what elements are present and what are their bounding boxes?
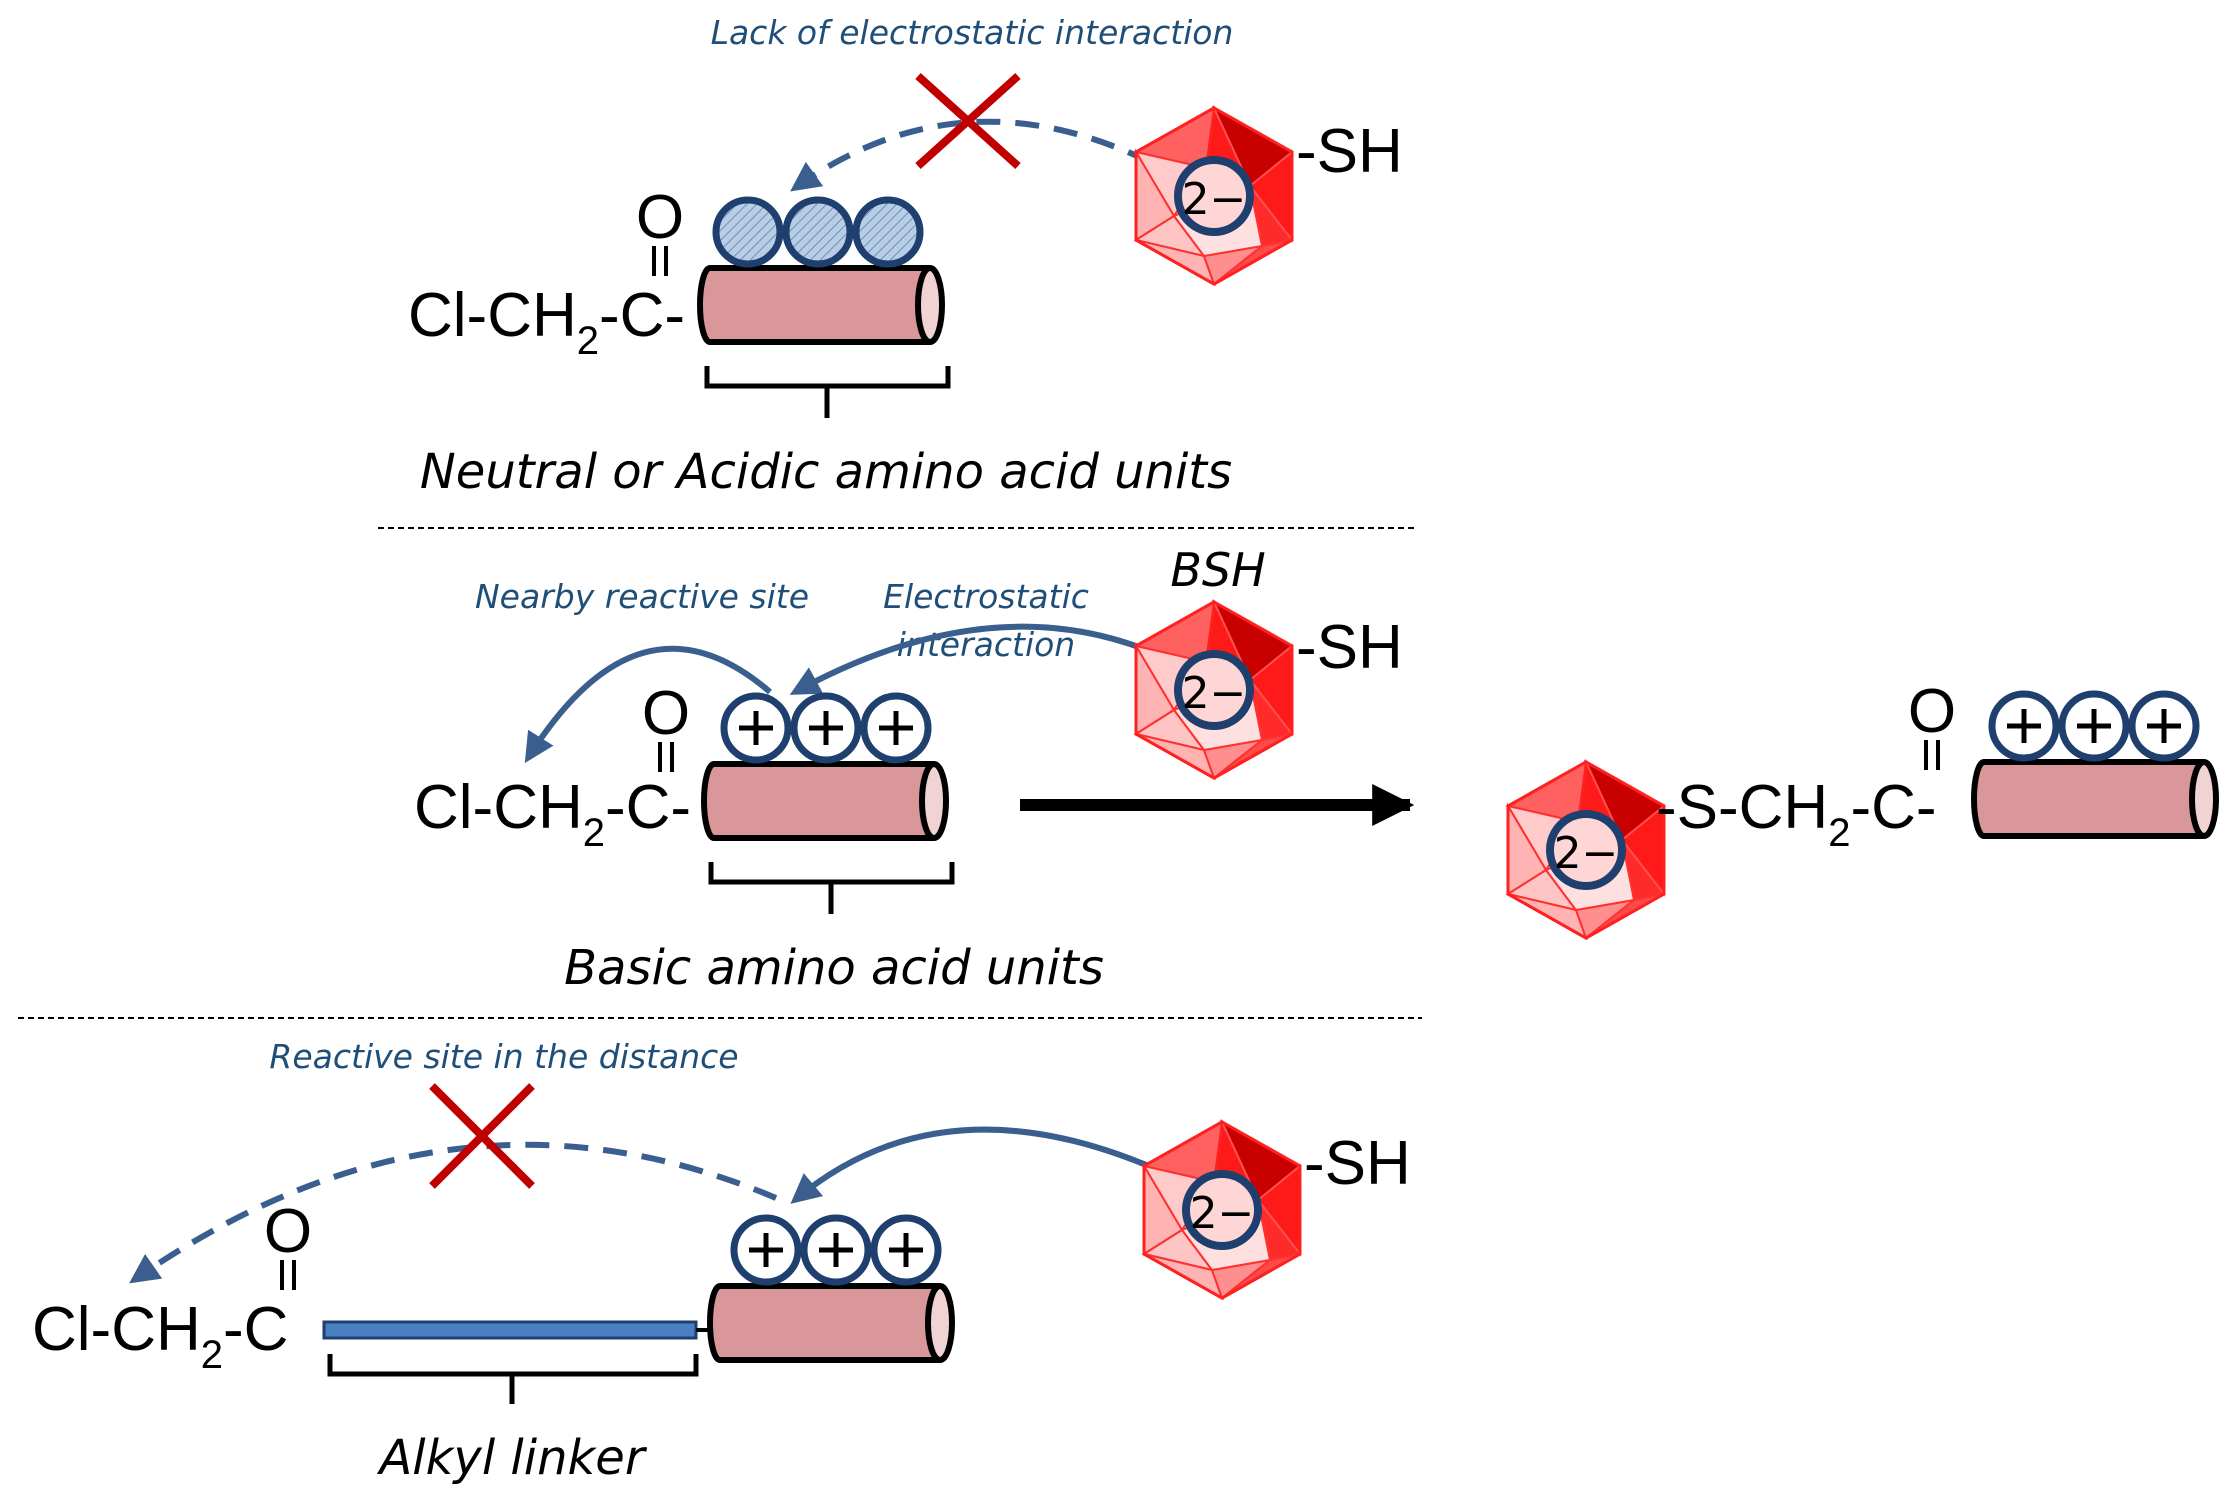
- thiol-group: -SH: [1304, 1129, 1411, 1198]
- note-nearby-site: Nearby reactive site: [475, 577, 809, 616]
- failed-attack-arrow: [129, 1141, 778, 1284]
- plus-unit-ball: [1992, 694, 2056, 758]
- plus-unit-ball: [794, 696, 858, 760]
- neutral-unit-ball: [786, 200, 850, 264]
- plus-unit-ball: [2132, 694, 2196, 758]
- panel-basic: Nearby reactive site Electrostatic inter…: [414, 543, 2216, 996]
- cluster-charge: 2−: [1182, 668, 1247, 719]
- plus-unit-ball: [2062, 694, 2126, 758]
- neutral-unit-ball: [856, 200, 920, 264]
- peptide-cylinder: [710, 1286, 952, 1360]
- alkyl-linker-bar: [322, 1320, 698, 1340]
- plus-unit-ball: [724, 696, 788, 760]
- cross-icon: [915, 73, 1021, 169]
- peptide-cylinder: [704, 764, 946, 838]
- peptide-cylinder: [1974, 762, 2216, 836]
- chloroacetyl-group: Cl-CH2-C: [32, 1295, 288, 1377]
- neutral-unit-ball: [716, 200, 780, 264]
- plus-unit-ball: [804, 1218, 868, 1282]
- bsh-label: BSH: [1170, 543, 1265, 597]
- thiol-group: -SH: [1296, 117, 1403, 186]
- bracket: [327, 1354, 699, 1404]
- plus-unit-ball: [734, 1218, 798, 1282]
- caption-alkyl-linker: Alkyl linker: [376, 1430, 647, 1486]
- plus-unit-ball: [874, 1218, 938, 1282]
- peptide-cylinder: [700, 268, 942, 342]
- carbonyl-oxygen: O: [1908, 677, 1956, 746]
- note-distant-site: Reactive site in the distance: [269, 1037, 738, 1076]
- caption-basic: Basic amino acid units: [564, 940, 1104, 996]
- note-lack-interaction: Lack of electrostatic interaction: [711, 13, 1234, 52]
- attraction-arrow: [790, 1126, 1182, 1204]
- chloroacetyl-group: Cl-CH2-C-: [408, 281, 685, 363]
- panel-alkyl-linker: Reactive site in the distance O Cl-CH2-C…: [32, 1037, 1411, 1486]
- plus-unit-ball: [864, 696, 928, 760]
- cross-icon: [429, 1083, 535, 1189]
- conjugate-product: 2− -S-CH2-C- O: [1508, 677, 2216, 938]
- thiol-group: -SH: [1296, 613, 1403, 682]
- thioether-linkage: -S-CH2-C-: [1656, 773, 1937, 855]
- chloroacetyl-group: Cl-CH2-C-: [414, 773, 691, 855]
- carbonyl-oxygen: O: [264, 1197, 312, 1266]
- note-electrostatic-1: Electrostatic: [883, 577, 1089, 616]
- bracket: [708, 862, 955, 914]
- cluster-charge: 2−: [1190, 1188, 1255, 1239]
- carbonyl-oxygen: O: [636, 183, 684, 252]
- failed-attack-arrow: [790, 118, 1152, 192]
- panel-neutral-acidic: Lack of electrostatic interaction O Cl-C…: [408, 13, 1403, 500]
- bracket: [704, 366, 951, 418]
- carbonyl-oxygen: O: [642, 679, 690, 748]
- nearby-attack-arrow: [524, 645, 772, 764]
- caption-neutral-acidic: Neutral or Acidic amino acid units: [420, 444, 1232, 500]
- cluster-charge: 2−: [1182, 174, 1247, 225]
- cluster-charge: 2−: [1554, 828, 1619, 879]
- attraction-arrow: [789, 623, 1172, 695]
